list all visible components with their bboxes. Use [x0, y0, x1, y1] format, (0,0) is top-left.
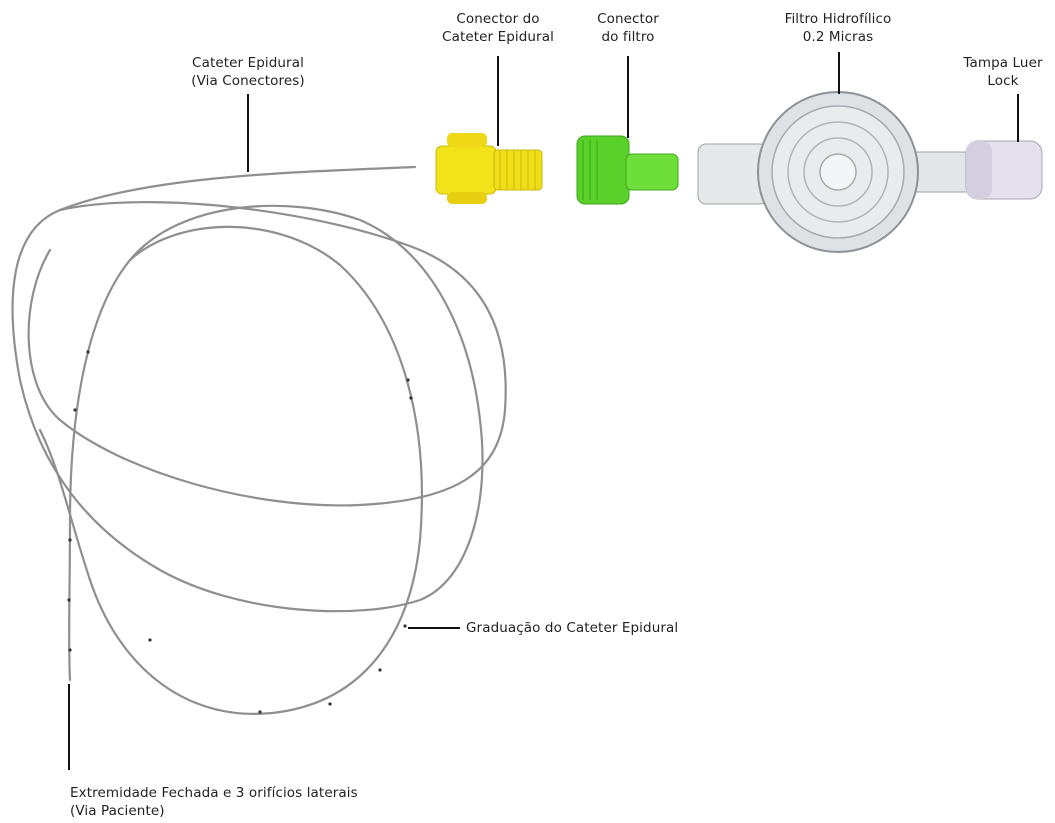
- label-filtro-hidrofilico: Filtro Hidrofílico 0.2 Micras: [784, 11, 892, 45]
- label-conector-filtro: Conector do filtro: [597, 11, 659, 45]
- label-conector-cateter: Conector do Cateter Epidural: [442, 11, 554, 45]
- leader-line-cateter: [247, 94, 249, 172]
- leader-line-extremidade: [68, 684, 70, 770]
- leader-line-conector-cateter: [497, 56, 499, 146]
- leader-line-filtro: [838, 52, 840, 94]
- hydrophilic-filter: [697, 91, 978, 253]
- label-extremidade: Extremidade Fechada e 3 orifícios latera…: [70, 785, 358, 819]
- luer-lock-cap: [965, 140, 1043, 200]
- leader-line-conector-filtro: [627, 56, 629, 138]
- yellow-catheter-connector: [435, 133, 543, 204]
- catheter-graduation-marks: [67, 350, 413, 714]
- green-filter-connector: [576, 135, 679, 205]
- label-graduacao: Graduação do Cateter Epidural: [466, 620, 679, 636]
- leader-line-tampa: [1017, 94, 1019, 142]
- leader-line-graduacao: [408, 627, 460, 629]
- label-tampa-luer-lock: Tampa Luer Lock: [963, 55, 1043, 89]
- epidural-catheter: [11, 165, 507, 715]
- label-cateter-epidural: Cateter Epidural (Via Conectores): [191, 55, 305, 89]
